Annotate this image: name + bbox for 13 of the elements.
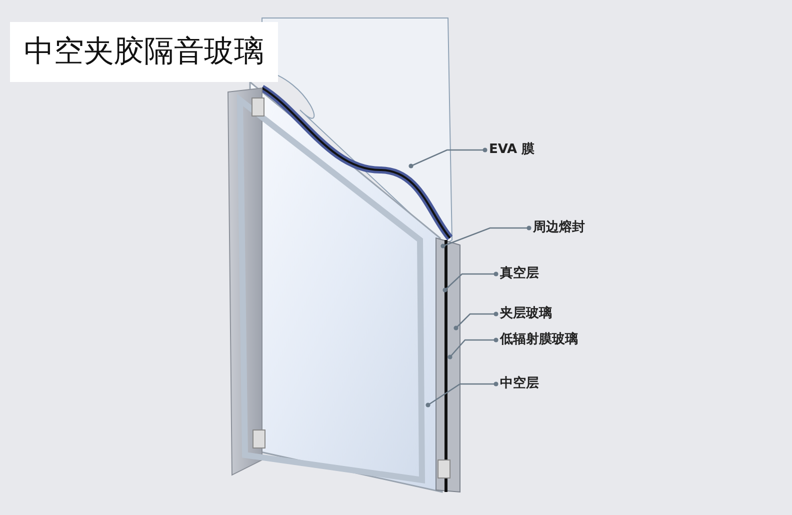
part-label: 夹层玻璃 [500,306,552,322]
part-label: EVA 膜 [489,142,535,158]
part-label: 真空层 [500,266,539,282]
leader-line [408,148,488,168]
leader-line [442,272,498,292]
leader-line [448,338,498,360]
part-label: 低辐射膜玻璃 [500,332,578,348]
leader-line [426,382,498,408]
part-label: 周边熔封 [533,220,585,236]
title: 中空夹胶隔音玻璃 [10,22,278,82]
leader-line [454,312,498,330]
leader-line [440,226,532,248]
part-label: 中空层 [500,376,539,392]
